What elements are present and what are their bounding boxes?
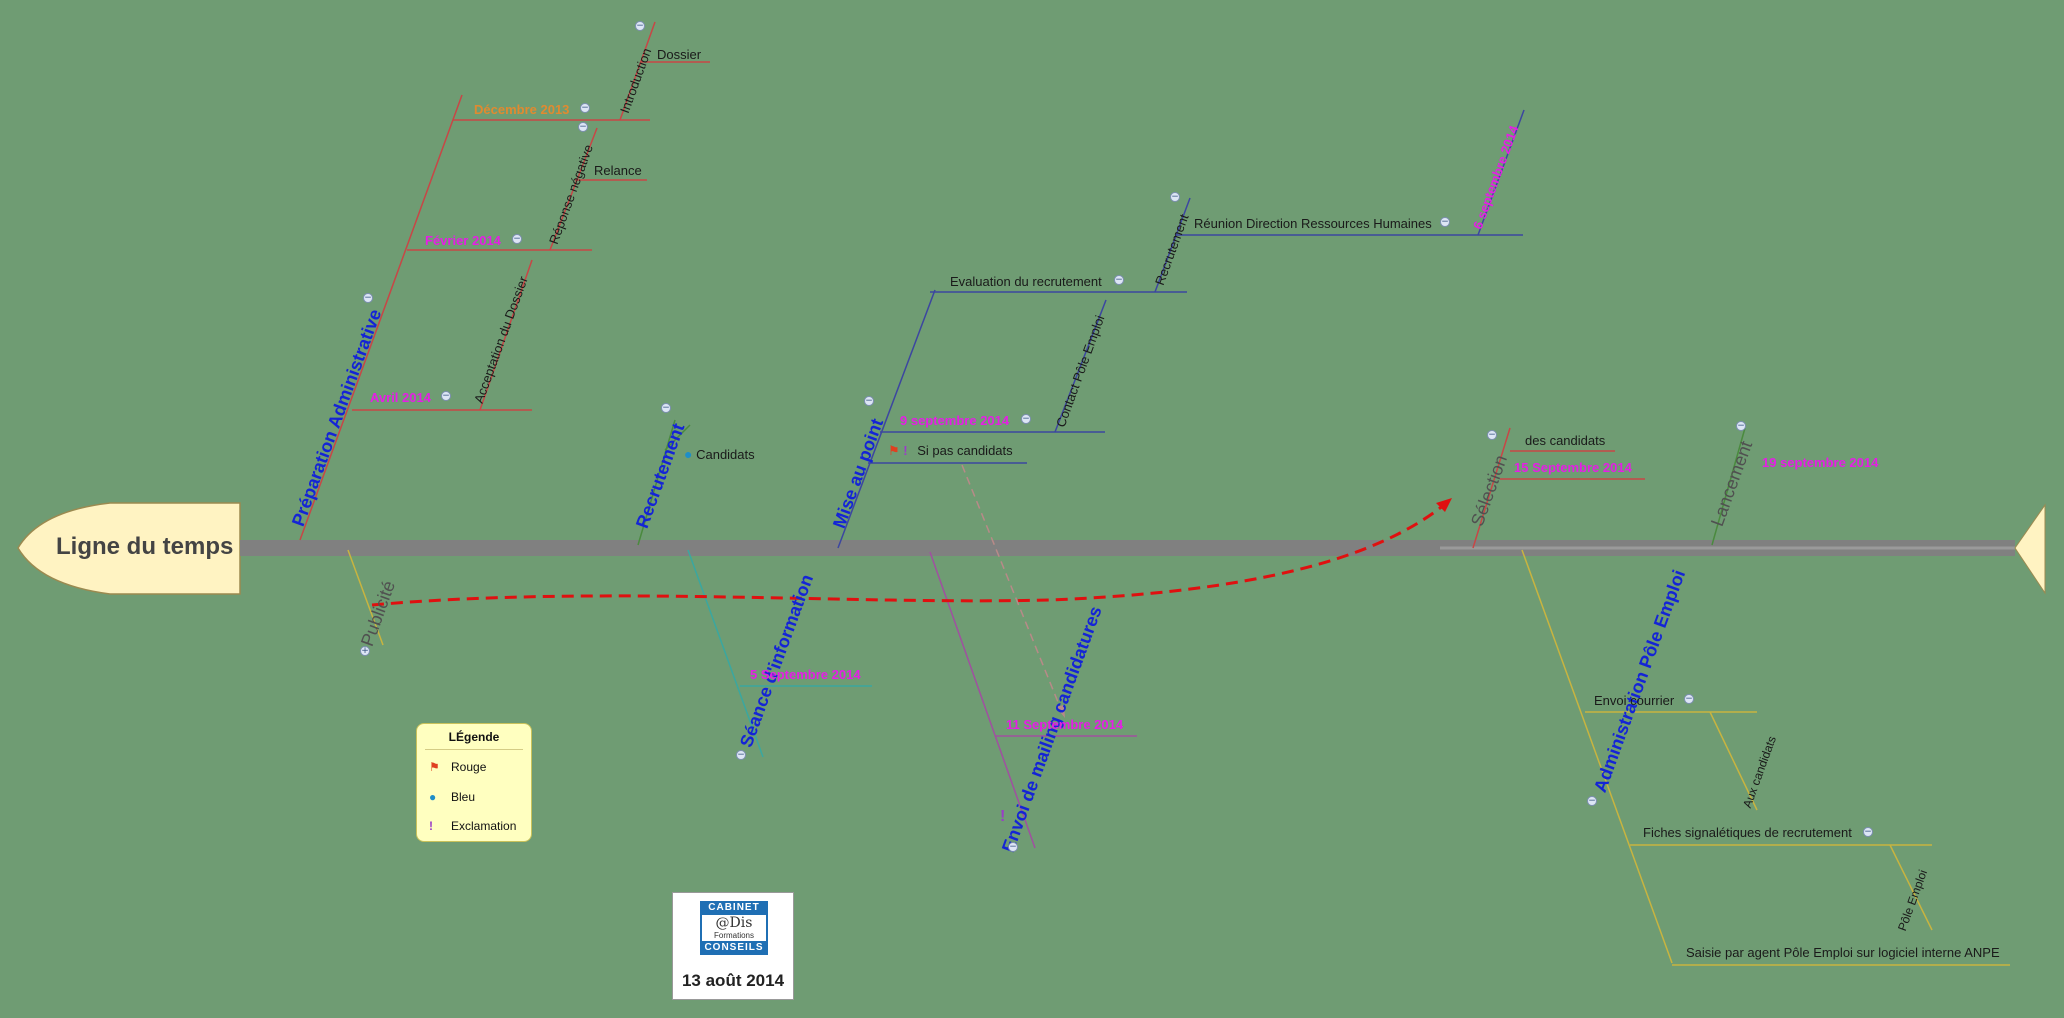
legend-label-bleu: Bleu: [451, 790, 476, 804]
collapse-toggle-selection[interactable]: −: [1487, 430, 1497, 440]
collapse-toggle-seance[interactable]: −: [736, 750, 746, 760]
legend-box: LÉgende ⚑ Rouge ● Bleu ! Exclamation: [416, 723, 532, 842]
exclamation-icon: !: [429, 819, 433, 833]
collapse-toggle-lancement[interactable]: −: [1736, 421, 1746, 431]
date-15-septembre: 15 Septembre 2014: [1514, 460, 1632, 475]
legend-item-bleu: ● Bleu: [429, 790, 475, 804]
leaf-reunion-drh: Réunion Direction Ressources Humaines: [1194, 216, 1432, 231]
collapse-toggle-mailing[interactable]: −: [1008, 842, 1018, 852]
date-19-septembre: 19 septembre 2014: [1762, 455, 1879, 470]
collapse-toggle-recrutement-sub[interactable]: −: [1170, 192, 1180, 202]
relation-arrow-red-head: [1436, 498, 1452, 512]
legend-title: LÉgende: [448, 730, 500, 744]
collapse-toggle-9-septembre[interactable]: −: [1021, 414, 1031, 424]
branch-admin-lines: [1521, 549, 2010, 966]
leaf-des-candidats: des candidats: [1525, 433, 1606, 448]
logo-top-text: CABINET: [700, 901, 768, 915]
branch-lancement-lines: [1711, 427, 1746, 546]
collapse-toggle-reponse[interactable]: −: [578, 122, 588, 132]
tail-shape: [2014, 503, 2046, 595]
branch-mise-lines: [837, 109, 1525, 549]
flag-icon: ⚑: [429, 760, 440, 774]
collapse-toggle-decembre[interactable]: −: [580, 103, 590, 113]
collapse-toggle-recrutement[interactable]: −: [661, 403, 671, 413]
leaf-evaluation: Evaluation du recrutement: [950, 274, 1102, 289]
branch-recrutement-lines: [637, 419, 691, 546]
branch-selection-lines: [1472, 427, 1645, 549]
flag-icon: ⚑: [888, 443, 900, 458]
leaf-saisie: Saisie par agent Pôle Emploi sur logicie…: [1686, 945, 2000, 960]
date-9-septembre: 9 septembre 2014: [900, 413, 1010, 428]
logo-card: CABINET @Dis Formations CONSEILS 13 août…: [672, 892, 794, 1000]
exclamation-icon: !: [1000, 808, 1006, 825]
head-title: Ligne du temps: [56, 533, 234, 560]
leaf-si-pas-label: Si pas candidats: [917, 443, 1013, 458]
head-shape: [17, 502, 241, 595]
leaf-relance: Relance: [594, 163, 642, 178]
logo-mid-text: @Dis: [715, 915, 753, 931]
date-5-septembre: 5 Septembre 2014: [750, 667, 861, 682]
logo-bottom-text: CONSEILS: [700, 941, 768, 955]
collapse-toggle-reunion[interactable]: −: [1440, 217, 1450, 227]
legend-label-exclamation: Exclamation: [451, 819, 517, 833]
spine: [240, 540, 2015, 556]
legend-label-rouge: Rouge: [451, 760, 487, 774]
logo-date: 13 août 2014: [681, 971, 785, 990]
leaf-envoi-courrier: Envoi courrier: [1594, 693, 1675, 708]
legend-item-rouge: ⚑ Rouge: [429, 760, 486, 774]
collapse-toggle-introduction[interactable]: −: [635, 21, 645, 31]
logo-mid-sub: Formations: [713, 931, 754, 940]
date-decembre-2013: Décembre 2013: [474, 102, 570, 117]
legend-item-exclamation: ! Exclamation: [429, 819, 516, 833]
date-avril-2014: Avril 2014: [370, 390, 431, 405]
exclamation-icon: !: [903, 443, 908, 458]
leaf-candidats: ● Candidats: [684, 446, 755, 462]
leaf-candidats-label: Candidats: [696, 447, 755, 462]
leaf-dossier: Dossier: [657, 47, 702, 62]
relation-arrow-red: [371, 498, 1451, 607]
collapse-toggle-fiches[interactable]: −: [1863, 827, 1873, 837]
relation-arrow-grey: [961, 464, 1063, 713]
collapse-toggle-envoi[interactable]: −: [1684, 694, 1694, 704]
person-icon: ●: [429, 790, 437, 804]
branch-seance-lines: [687, 549, 872, 758]
collapse-toggle-mise[interactable]: −: [864, 396, 874, 406]
logo-mark: @Dis Formations: [700, 915, 768, 941]
collapse-toggle-avril[interactable]: −: [441, 391, 451, 401]
collapse-toggle-administration[interactable]: −: [1587, 796, 1597, 806]
collapse-toggle-fevrier[interactable]: −: [512, 234, 522, 244]
branch-publicite-lines: [347, 549, 384, 646]
person-icon: ●: [684, 446, 693, 462]
legend-divider: [425, 749, 523, 750]
date-fevrier-2014: Février 2014: [425, 233, 501, 248]
expand-toggle-publicite[interactable]: +: [360, 646, 370, 656]
collapse-toggle-evaluation[interactable]: −: [1114, 275, 1124, 285]
leaf-fiches: Fiches signalétiques de recrutement: [1643, 825, 1852, 840]
collapse-toggle-preparation[interactable]: −: [363, 293, 373, 303]
relation-arrow-grey-head: [1056, 705, 1065, 718]
branch-preparation-lines: [299, 21, 710, 541]
date-11-septembre: 11 Septembre 2014: [1006, 717, 1124, 732]
leaf-si-pas-candidats: ⚑ ! Si pas candidats: [888, 443, 1013, 459]
